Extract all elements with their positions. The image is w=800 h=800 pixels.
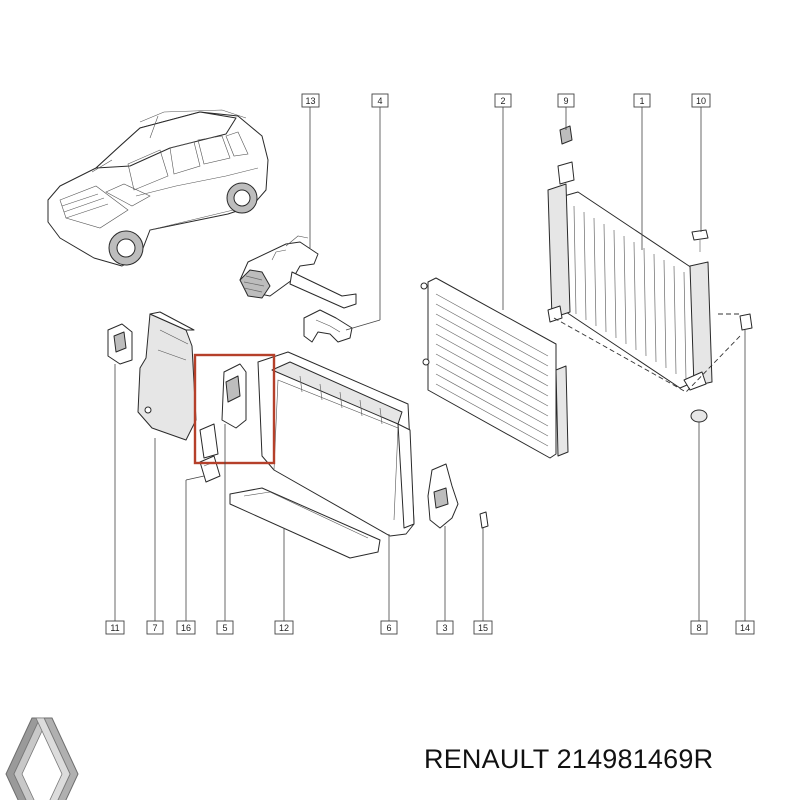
callout-label: 3 [442, 623, 447, 633]
part-5-bracket [199, 363, 247, 459]
callout-12: 12 [274, 620, 294, 635]
callout-4: 4 [371, 93, 389, 108]
callout-label: 16 [181, 623, 191, 633]
callout-9: 9 [557, 93, 575, 108]
callout-10: 10 [691, 93, 711, 108]
leader-lines [114, 107, 746, 621]
part-10-fastener [691, 229, 709, 252]
callout-label: 1 [639, 96, 644, 106]
callout-11: 11 [105, 620, 125, 635]
renault-logo-icon [5, 717, 79, 800]
callout-label: 15 [478, 623, 488, 633]
callout-16: 16 [176, 620, 196, 635]
callout-2: 2 [494, 93, 512, 108]
part-16-support [199, 455, 221, 483]
callout-label: 6 [386, 623, 391, 633]
callout-5: 5 [216, 620, 234, 635]
part-2-condenser [420, 277, 569, 459]
callout-label: 2 [500, 96, 505, 106]
part-11-clip [107, 323, 133, 365]
part-1-radiator [547, 161, 743, 393]
callout-7: 7 [146, 620, 164, 635]
callout-15: 15 [473, 620, 493, 635]
callout-label: 10 [696, 96, 706, 106]
callout-8: 8 [690, 620, 708, 635]
part-8-grommet [690, 409, 708, 423]
part-13-air-intake-duct [239, 235, 357, 309]
callout-label: 4 [377, 96, 382, 106]
part-4-bracket [303, 309, 353, 343]
part-14-pin [739, 313, 753, 331]
callout-label: 9 [563, 96, 568, 106]
callout-label: 14 [740, 623, 750, 633]
part-number-caption: RENAULT 214981469R [424, 744, 714, 774]
callout-label: 5 [222, 623, 227, 633]
callout-label: 7 [152, 623, 157, 633]
callout-label: 13 [305, 96, 315, 106]
callout-6: 6 [380, 620, 398, 635]
callout-label: 12 [279, 623, 289, 633]
part-9-cap [559, 125, 573, 145]
highlight-box [193, 353, 276, 465]
part-12-lower-deflector [229, 487, 381, 559]
callout-14: 14 [735, 620, 755, 635]
callout-label: 8 [696, 623, 701, 633]
part-15-clip [479, 511, 489, 529]
callout-1: 1 [633, 93, 651, 108]
part-3-mount-bracket [427, 463, 459, 529]
callout-3: 3 [436, 620, 454, 635]
callout-label: 11 [110, 623, 119, 633]
vehicle-illustration [47, 109, 269, 267]
callout-13: 13 [301, 93, 320, 108]
part-7-side-deflector [137, 311, 197, 441]
part-6-shroud-frame [257, 351, 415, 537]
